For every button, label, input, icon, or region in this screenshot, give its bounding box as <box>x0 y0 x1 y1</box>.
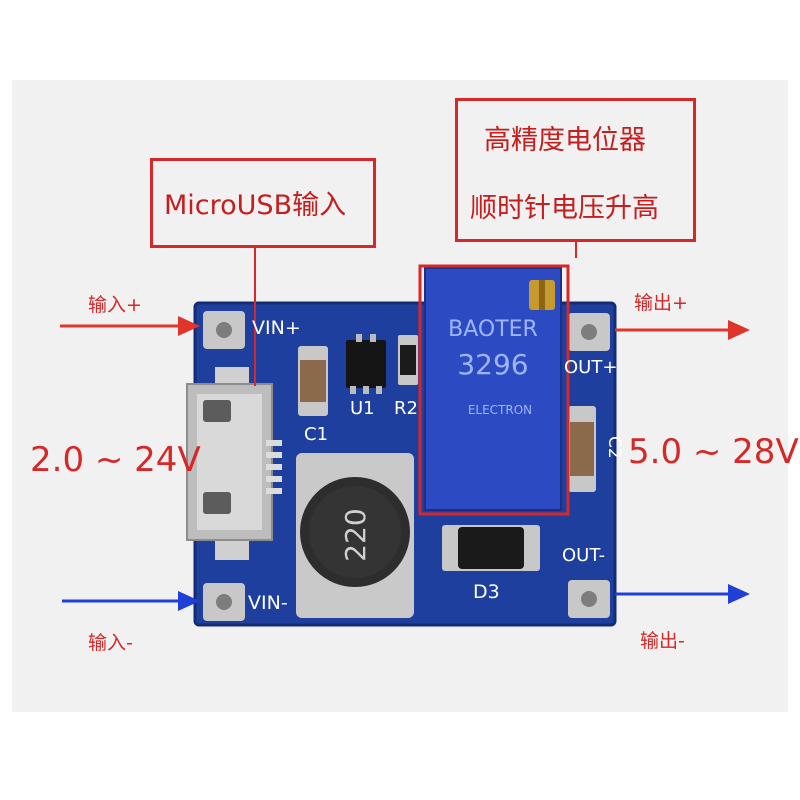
diode-d3 <box>442 525 540 571</box>
pot-callout-box <box>455 98 696 242</box>
pot-brand-marking: BAOTER <box>448 317 538 342</box>
label-in-minus: 输入- <box>88 632 133 654</box>
pad-vin-minus <box>203 583 245 621</box>
arrow-in-plus <box>60 316 200 336</box>
usb-callout-text: MicroUSB输入 <box>164 190 347 221</box>
silk-d3: D3 <box>473 581 500 603</box>
label-in-plus: 输入+ <box>88 294 142 316</box>
arrow-out-plus <box>615 320 750 340</box>
silk-vin-minus: VIN- <box>248 592 288 614</box>
silk-r2: R2 <box>394 398 418 419</box>
pot-callout-line1: 高精度电位器 <box>484 125 646 156</box>
pot-callout-line2: 顺时针电压升高 <box>470 193 659 224</box>
pad-out-plus <box>568 313 610 351</box>
silk-out-minus: OUT- <box>562 545 605 566</box>
input-voltage-range: 2.0 ~ 24V <box>30 440 201 480</box>
resistor-r2 <box>398 335 418 385</box>
pad-vin-plus <box>203 311 245 349</box>
label-out-minus: 输出- <box>640 630 685 652</box>
silk-out-plus: OUT+ <box>564 357 617 378</box>
micro-usb-connector <box>186 367 282 560</box>
inductor-marking: 220 <box>339 508 372 561</box>
usb-callout-box <box>150 158 376 248</box>
inductor-220 <box>296 453 414 618</box>
capacitor-c2 <box>568 406 596 492</box>
potentiometer <box>424 267 562 511</box>
pot-model-marking: 3296 <box>457 348 528 381</box>
pad-out-minus <box>568 580 610 618</box>
arrow-in-minus <box>62 591 200 611</box>
silk-vin-plus: VIN+ <box>252 317 301 339</box>
label-out-plus: 输出+ <box>634 292 688 314</box>
capacitor-c1 <box>298 346 328 416</box>
arrow-out-minus <box>615 584 750 604</box>
silk-u1: U1 <box>350 398 375 419</box>
silk-c1: C1 <box>304 424 328 445</box>
pot-highlight-box <box>418 264 570 516</box>
silk-c2: C2 <box>604 436 624 459</box>
output-voltage-range: 5.0 ~ 28V <box>628 432 799 472</box>
pot-maker-marking: ELECTRON <box>468 403 532 417</box>
chip-u1 <box>346 334 386 394</box>
